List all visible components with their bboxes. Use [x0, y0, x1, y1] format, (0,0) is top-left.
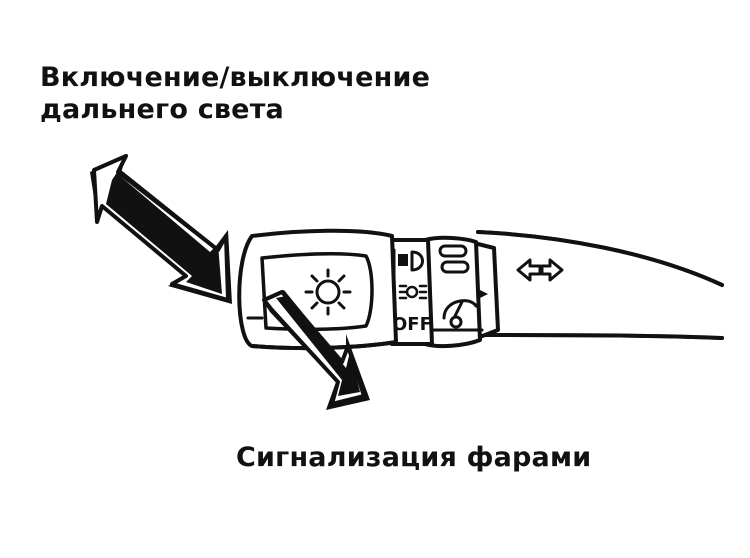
parking-light-icon	[398, 284, 428, 300]
flash-arrow	[262, 290, 370, 410]
high-beam-label-line-2: дальнего света	[40, 94, 284, 125]
wiper-icon	[442, 290, 488, 329]
headlight-flash-label: Сигнализация фарами	[236, 442, 592, 473]
turn-signal-arrows-icon	[516, 258, 564, 282]
sun-icon	[304, 268, 352, 316]
off-position-marking: OFF	[392, 314, 432, 335]
switch-stalk	[476, 230, 724, 340]
high-beam-icon	[398, 250, 424, 272]
high-beam-toggle-label: Включение/выключение дальнего света	[40, 62, 430, 126]
high-beam-label-line-1: Включение/выключение	[40, 62, 431, 93]
high-beam-double-arrow	[90, 154, 232, 304]
wiper-switch-ring[interactable]	[423, 235, 500, 349]
